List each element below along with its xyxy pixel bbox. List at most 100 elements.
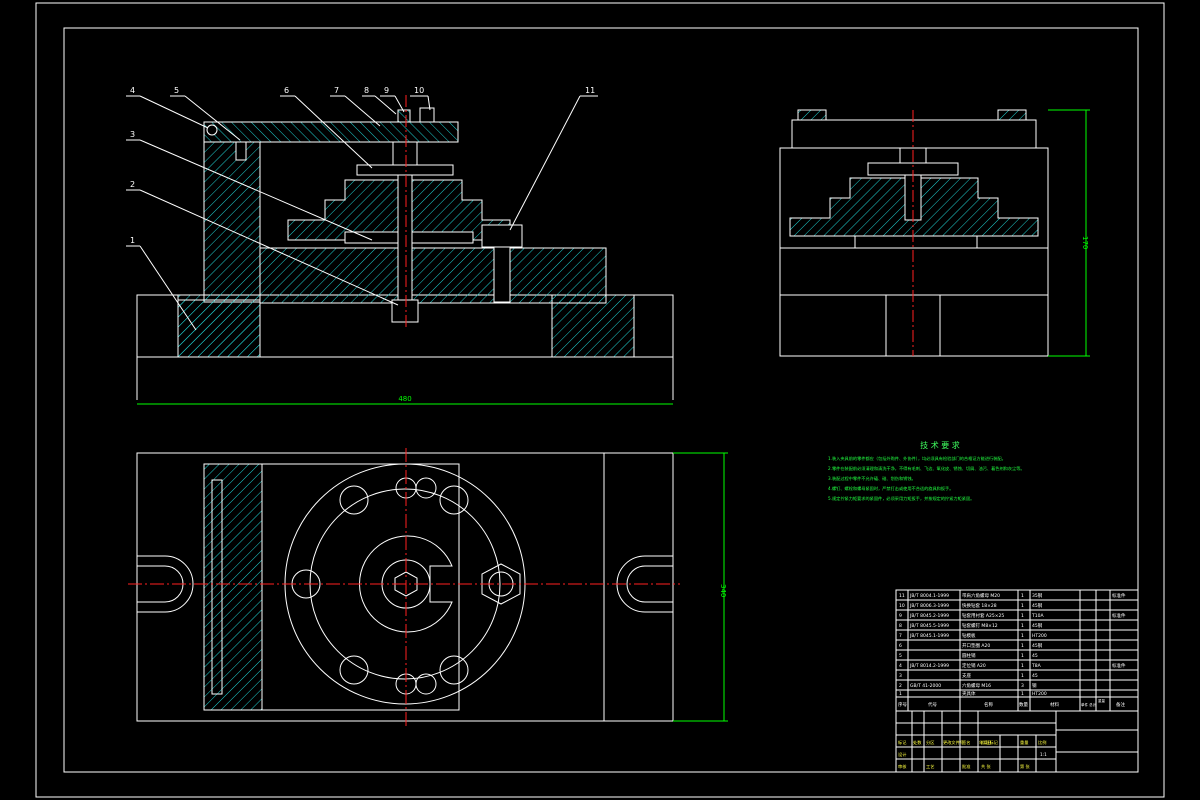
row-qty: 1 [1021,623,1024,629]
tech-note-line: 1.装入夹具前的零件都应（包括外购件、外协件），均必须具有检验部门的合格证方能进… [828,455,1006,462]
header-qty: 数量 [1019,701,1028,708]
row-material: HT200 [1032,633,1047,639]
row-name: 带肩六角螺母 M20 [962,592,1000,599]
tech-note-line: 3.装配过程中零件不允许磕、碰、划伤和锈蚀。 [828,475,916,482]
body-middle [259,247,607,304]
nut-stud [493,246,511,303]
tb-label: 审核 [898,763,907,770]
callout-1: 1 [130,236,135,245]
callout-9: 9 [384,86,389,95]
title-block [895,710,1139,773]
row-no: 10 [899,603,905,609]
hex-nut-11 [481,224,523,248]
row-material: T8A [1031,663,1042,669]
callout-2: 2 [130,180,135,189]
row-qty: 1 [1021,673,1024,679]
row-qty: 1 [1021,691,1024,697]
left-u-slot [137,555,194,613]
header-code: 代号 [928,701,937,708]
callout-4: 4 [130,86,135,95]
front-view: 480 [136,95,674,405]
top-plate [261,463,460,711]
row-code: JB/T 8045.1-1999 [909,633,949,639]
row-remark: 标准件 [1112,612,1126,619]
drill-bushing [392,141,418,169]
row-name: 开口垫圈 A20 [962,642,990,649]
row-qty: 1 [1021,663,1024,669]
tb-label: 第 张 [1020,763,1031,770]
row-code: JB/T 8014.2-1999 [909,663,949,669]
tb-label: 阶段标记 [981,739,999,746]
row-qty: 1 [1021,603,1024,609]
row-no: 2 [899,683,902,689]
tb-label: 批准 [962,763,970,770]
inner-frame [63,27,1139,773]
tech-notes: 技 术 要 求 1.装入夹具前的零件都应（包括外购件、外协件），均必须具有检验部… [828,440,1025,502]
base-right-section [551,294,635,358]
tb-label: 标记 [898,739,907,746]
row-remark: 标准件 [1112,592,1126,599]
callout-8: 8 [364,86,369,95]
row-name: 钻模板 [962,632,976,639]
row-material: 45钢 [1032,602,1043,609]
tb-label: 比例 [1038,739,1046,746]
row-material: HT200 [1032,691,1047,697]
callout-11: 11 [585,86,595,95]
row-name: 快换钻套 18×28 [962,602,997,609]
row-code: JB/T 8006.3-1999 [909,603,949,609]
header-unit-total: 单件 总计 [1081,702,1097,707]
row-qty: 3 [1021,683,1024,689]
row-no: 6 [899,643,902,649]
tb-label: 设计 [898,751,906,758]
row-no: 8 [899,623,902,629]
tb-label: 年月日 [979,739,992,746]
body-left-step [177,299,261,358]
row-material: 45 [1032,673,1038,679]
callout-5: 5 [174,86,179,95]
open-washer [356,164,454,176]
tech-note-line: 2.零件在装配前必须清理和清洗干净，不得有毛刺、飞边、氧化皮、锈蚀、切屑、油污、… [828,465,1025,472]
open-washer-top [359,535,453,633]
tb-label: 签名 [962,739,970,746]
tech-notes-title: 技 术 要 求 [920,440,960,450]
tb-label: 分区 [926,739,934,746]
callout-3: 3 [130,130,135,139]
row-no: 11 [899,593,905,599]
row-remark: 标准件 [1112,662,1126,669]
row-material: 45钢 [1032,622,1043,629]
outer-frame [35,2,1165,798]
tech-note-line: 5.规定拧紧力矩要求的紧固件，必须采用力矩扳手，并按规定的拧紧力矩紧固。 [828,495,974,502]
stud-bolt [397,167,413,314]
row-no: 3 [899,673,902,679]
row-no: 1 [899,691,902,697]
header-weight: 重量 [1098,698,1106,703]
row-no: 7 [899,633,902,639]
top-base [136,452,674,722]
row-name: 定位销 A20 [962,662,986,669]
row-code: GB/T 41-2000 [910,683,941,689]
row-code: JB/T 8045.5-1999 [909,623,949,629]
row-no: 5 [899,653,902,659]
front-overall-dim: 480 [398,395,411,403]
row-name: 钻套用衬套 A25×25 [962,612,1004,619]
callout-7: 7 [334,86,339,95]
row-code: JB/T 8045.2-1999 [909,613,949,619]
top-width-dim: 340 [719,584,727,597]
parts-table [895,589,1139,712]
side-height-dim: 170 [1081,236,1089,249]
support-column [203,141,261,303]
callout-labels: 4 5 6 7 8 9 10 11 3 2 1 [130,86,595,245]
side-view: 170 [779,109,1090,357]
row-name: 钻套螺钉 M8×12 [962,622,998,629]
tb-label: 重量 [1020,739,1028,746]
title-block-text: 标记 处数 分区 更改文件号 签名 年月日 设计 审核 工艺 批准 阶段标记 重… [898,739,1047,770]
lower-nut [391,299,419,323]
callout-6: 6 [284,86,289,95]
row-name: 支座 [962,672,971,679]
row-material: 45 [1032,653,1038,659]
hex-nut-top [481,563,521,605]
row-no: 4 [899,663,902,669]
row-code: JB/T 8004.1-1999 [909,593,949,599]
header-material: 材料 [1050,701,1059,708]
